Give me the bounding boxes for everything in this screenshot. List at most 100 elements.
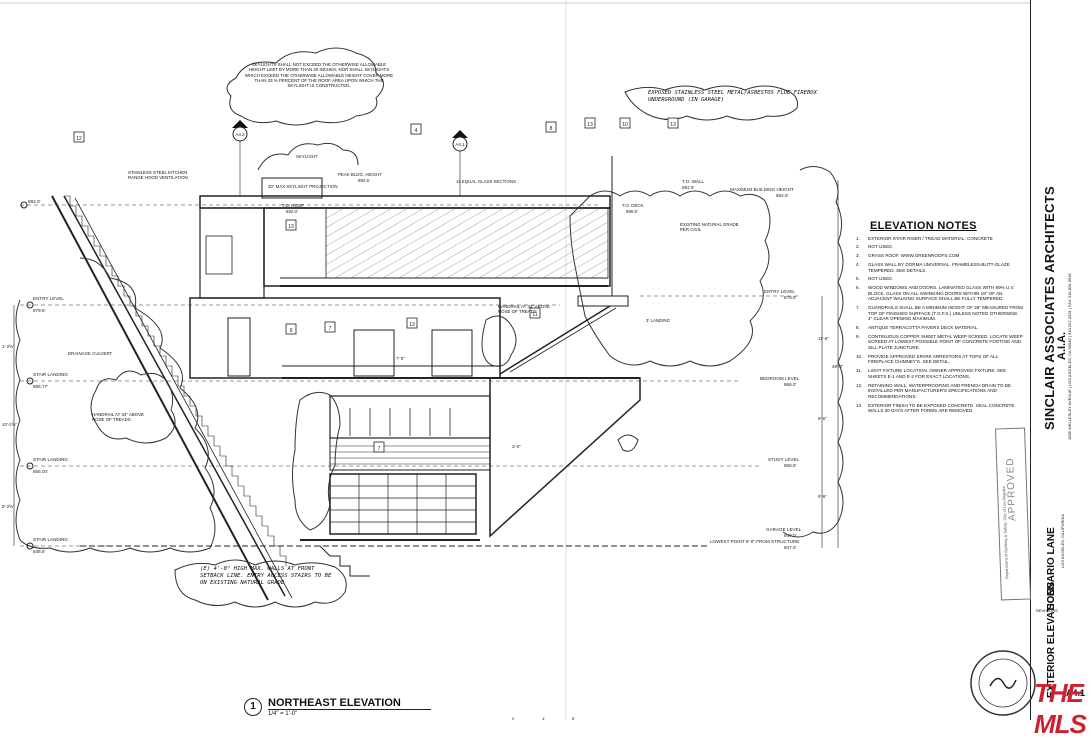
- keynote-13d: 13: [587, 122, 593, 128]
- firm-address: 1685 WELLESLEY AVENUE | LOS ANGELES, CA …: [1067, 273, 1072, 440]
- svg-text:7'-0": 7'-0": [396, 356, 405, 361]
- elevation-note-number: 3.: [856, 253, 860, 259]
- elevation-note-text: ANTIQUE TERRACOTTA PAVERS DECK MATERIAL.: [868, 325, 979, 331]
- svg-text:866.0': 866.0': [784, 382, 796, 387]
- architect-seal: [970, 650, 1036, 716]
- elevation-note-text: NOT USED.: [868, 244, 893, 250]
- building-elevation: [80, 130, 710, 577]
- top-level-labels: PEAK BLDG. HEIGHT 892.5' T.O. ROOF 892.0…: [282, 172, 644, 214]
- svg-text:892.5': 892.5': [776, 193, 788, 198]
- elevation-note: 7.GUARDRAILS SHALL BE A MINIMUM HEIGHT O…: [856, 305, 1024, 322]
- elevation-note: 1. EXTERIOR STAIR RISER / TREAD MATERIAL:…: [856, 236, 1024, 242]
- svg-text:ENTRY LEVEL: ENTRY LEVEL: [764, 289, 795, 294]
- revisions-label: REVISIONS: [1036, 608, 1058, 613]
- handrail-note: HANDRAIL AT 34" ABOVE NOSE OF TREADS: [498, 304, 550, 315]
- hood-note: STAINLESS STEEL KITCHEN RANGE HOOD VENTI…: [128, 170, 188, 181]
- elevation-note-text: RETAINING WALL. WATERPROOFING AND FRENCH…: [868, 382, 1012, 399]
- right-level-labels: T.O. WALL 892.5' MAXIMUM BUILDING HEIGHT…: [682, 179, 802, 550]
- wall-note: (E) 4'-0" HIGH MAX. WALLS AT FRONT SETBA…: [200, 566, 332, 586]
- svg-text:48'-0": 48'-0": [832, 364, 844, 369]
- svg-text:10'-2⅝": 10'-2⅝": [2, 422, 17, 427]
- elevation-note-text: PROVIDE APPROVED SPARK ARRESTORS AT TOPS…: [868, 353, 999, 365]
- elevation-note-text: GUARDRAILS SHALL BE A MINIMUM HEIGHT OF …: [868, 305, 1024, 322]
- view-scale: 1/4" = 1'-0": [268, 711, 298, 717]
- dimension-labels: 1'-2⅝" 10'-2⅝" 9'-2⅝" 11'-6" 48'-0" 9'-6…: [2, 336, 844, 509]
- title-block: [1030, 0, 1092, 720]
- svg-text:880.5': 880.5': [626, 209, 638, 214]
- elevation-note-number: 13.: [856, 402, 863, 408]
- grade-note: EXISTING NATURAL GRADE PER CIVIL: [680, 222, 739, 233]
- elevation-note-number: 6.: [856, 285, 860, 291]
- mls-watermark: THE MLS: [1034, 678, 1092, 740]
- level-label: ENTRY LEVEL: [33, 296, 64, 301]
- svg-text:0: 0: [512, 716, 515, 720]
- elevation-note: 8. ANTIQUE TERRACOTTA PAVERS DECK MATERIA…: [856, 325, 1024, 331]
- level-label: STAIR LANDING: [33, 372, 68, 377]
- mls-brand: THE MLS: [1034, 678, 1087, 739]
- elevation-note: 9. CONTINUOUS COPPER SHEET METAL WEEP SCR…: [856, 334, 1024, 351]
- callout-labels: SKYLIGHTS SHALL NOT EXCEED THE OTHERWISE…: [68, 62, 817, 586]
- revision-clouds: [15, 47, 844, 608]
- level-elev: 892.0': [28, 199, 40, 204]
- keynote-7: 7: [329, 326, 332, 332]
- steel-note: EXPOSED STAINLESS STEEL METAL/ASBESTOS F…: [648, 90, 817, 103]
- svg-text:T.O. WALL: T.O. WALL: [682, 179, 704, 184]
- exterior-stair-run: [51, 195, 293, 601]
- elevation-note-text: GRASS ROOF. WWW.GREENROOFS.COM: [868, 253, 960, 259]
- level-label: STAIR LANDING: [33, 457, 68, 462]
- keynote-13b: 13: [288, 224, 294, 230]
- elevation-note-number: 10.: [856, 353, 863, 359]
- svg-text:892.5': 892.5': [358, 178, 370, 183]
- svg-text:9'-6": 9'-6": [818, 416, 827, 421]
- keynote-13a: 13: [670, 122, 676, 128]
- elevation-note: 5.NOT USED.: [856, 276, 1024, 282]
- svg-text:30" MAX SKYLIGHT PROJECTION: 30" MAX SKYLIGHT PROJECTION: [268, 184, 338, 189]
- elevation-note-number: 8.: [856, 325, 860, 331]
- elevation-note-text: CONTINUOUS COPPER SHEET METAL WEEP SCREE…: [868, 333, 1023, 350]
- keynote-boxes: [73, 117, 679, 453]
- level-markers: [20, 201, 34, 550]
- level-datums: [20, 204, 800, 547]
- level-elev: 848.6': [33, 549, 45, 554]
- handrail-note: HANDRAIL AT 34" ABOVE NOSE OF TREADS: [92, 412, 144, 423]
- svg-text:STUDY LEVEL: STUDY LEVEL: [768, 457, 800, 462]
- keynote-11: 11: [532, 312, 537, 318]
- elevation-note-number: 9.: [856, 333, 860, 339]
- level-elev: 879.5': [33, 308, 45, 313]
- svg-text:4': 4': [542, 716, 545, 720]
- elevation-note-text: EXTERIOR STAIR RISER / TREAD MATERIAL: C…: [868, 235, 993, 241]
- svg-text:SKYLIGHT: SKYLIGHT: [296, 154, 318, 159]
- svg-text:T.O. ROOF: T.O. ROOF: [282, 203, 304, 208]
- level-label: STAIR LANDING: [33, 537, 68, 542]
- elevation-note-text: NOT USED.: [868, 276, 893, 282]
- section-markers: A4.2 A4.1: [232, 120, 468, 152]
- keynote-8: 8: [550, 126, 553, 132]
- svg-text:MAXIMUM BUILDING HEIGHT: MAXIMUM BUILDING HEIGHT: [730, 187, 794, 192]
- elevation-note: 12. RETAINING WALL. WATERPROOFING AND FRE…: [856, 383, 1024, 400]
- elevation-note-number: 11.: [856, 368, 863, 374]
- view-number: 1: [244, 698, 262, 716]
- elevation-note: 2. NOT USED.: [856, 244, 1024, 250]
- elevation-notes-list: 1. EXTERIOR STAIR RISER / TREAD MATERIAL:…: [856, 236, 1024, 414]
- svg-text:T.O. DECK: T.O. DECK: [622, 203, 644, 208]
- elevation-note-number: 2.: [856, 244, 860, 250]
- elevation-note-number: 12.: [856, 382, 863, 388]
- svg-text:847.0': 847.0': [784, 545, 796, 550]
- elevation-note: 3. GRASS ROOF. WWW.GREENROOFS.COM: [856, 253, 1024, 259]
- svg-text:1'-2⅝": 1'-2⅝": [2, 344, 15, 349]
- svg-text:DRAINAGE CULVERT: DRAINAGE CULVERT: [68, 351, 113, 356]
- svg-text:11 EQUAL GLASS SECTIONS: 11 EQUAL GLASS SECTIONS: [456, 179, 516, 184]
- svg-text:A4.2: A4.2: [235, 132, 245, 137]
- elevation-note-number: 1.: [856, 235, 860, 241]
- svg-text:8': 8': [572, 716, 575, 720]
- firm-name: SINCLAIR ASSOCIATES ARCHITECTS: [1042, 186, 1057, 430]
- level-elev: 856.04': [33, 469, 48, 474]
- skylight-note: SKYLIGHTS SHALL NOT EXCEED THE OTHERWISE…: [244, 62, 394, 89]
- elevation-note: 13.EXTERIOR FINISH TO BE EXPOSED CONCRET…: [856, 403, 1024, 414]
- keynote-10: 10: [622, 122, 628, 128]
- sheet-number: A4.1: [1066, 688, 1086, 698]
- svg-text:3' LANDING: 3' LANDING: [646, 318, 671, 323]
- view-title-box: 1 NORTHEAST ELEVATION 1/4" = 1'-0": [244, 697, 431, 717]
- svg-text:LOWEST POINT 5'-0" FROM STRUCT: LOWEST POINT 5'-0" FROM STRUCTURE: [710, 539, 799, 544]
- elevation-note: 11.LIGHT FIXTURE LOCATION. OWNER APPROVE…: [856, 368, 1024, 379]
